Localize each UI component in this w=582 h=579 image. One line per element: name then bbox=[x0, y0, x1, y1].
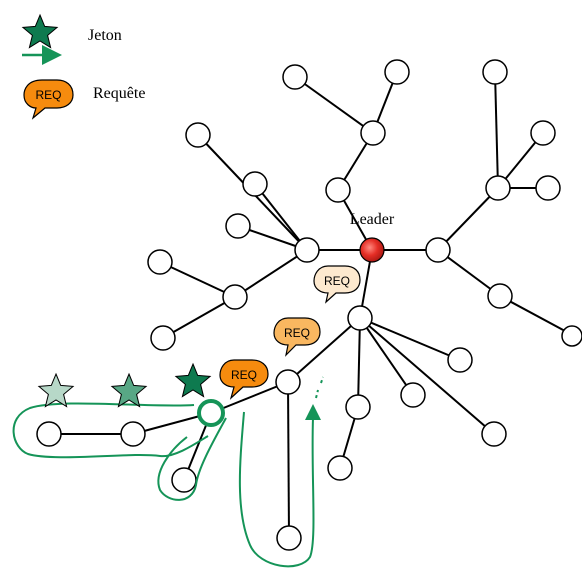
tree-node bbox=[425, 237, 451, 263]
tree-node bbox=[327, 455, 353, 481]
tree-node bbox=[276, 525, 302, 551]
request-bubble-shape bbox=[219, 359, 269, 400]
tree-node bbox=[535, 175, 561, 201]
tree-node bbox=[275, 369, 301, 395]
token-star-icon bbox=[110, 372, 148, 408]
tree-node bbox=[282, 64, 308, 90]
request-bubble: REQ bbox=[273, 317, 321, 357]
token-path bbox=[12, 376, 324, 568]
legend-request-bubble-text: REQ bbox=[35, 88, 61, 102]
leader-label: Leader bbox=[350, 211, 395, 228]
tree-nodes bbox=[36, 59, 582, 551]
tree-node bbox=[36, 421, 62, 447]
tree-node bbox=[481, 421, 507, 447]
token-star-icon bbox=[174, 362, 212, 398]
request-bubble-icon bbox=[23, 79, 74, 120]
tree-node bbox=[447, 347, 473, 373]
tree-node bbox=[242, 171, 268, 197]
token-holder-node bbox=[197, 399, 225, 427]
tree-node bbox=[171, 467, 197, 493]
tree-node bbox=[487, 283, 513, 309]
legend-request-label: Requête bbox=[93, 85, 145, 102]
tree-node bbox=[150, 325, 176, 351]
request-bubble-shape bbox=[313, 265, 361, 304]
tree-node bbox=[345, 394, 371, 420]
request-bubble-text: REQ bbox=[284, 326, 310, 340]
tree-node bbox=[360, 120, 386, 146]
tree-node bbox=[561, 325, 582, 347]
token-star-icon bbox=[21, 13, 59, 49]
request-bubbles: REQ REQ REQ bbox=[219, 265, 361, 400]
request-bubble: REQ bbox=[313, 265, 361, 304]
legend-token-label: Jeton bbox=[88, 27, 122, 44]
tree-node bbox=[120, 421, 146, 447]
tree-node bbox=[225, 213, 251, 239]
tree-node bbox=[222, 284, 248, 310]
tree-node bbox=[325, 177, 351, 203]
tree-node bbox=[482, 59, 508, 85]
tree-node bbox=[185, 122, 211, 148]
tree-node bbox=[485, 175, 511, 201]
token-star-icon bbox=[37, 372, 75, 408]
request-bubble: REQ bbox=[219, 359, 269, 400]
tokens bbox=[37, 362, 212, 408]
tree-node bbox=[530, 120, 556, 146]
request-bubble-shape bbox=[273, 317, 321, 357]
tree-node bbox=[400, 382, 426, 408]
tree-node bbox=[384, 59, 410, 85]
legend: Jeton REQ Requête bbox=[21, 13, 145, 120]
tree-node bbox=[294, 237, 320, 263]
tree-node bbox=[347, 305, 373, 331]
tree-node bbox=[147, 249, 173, 275]
request-bubble-text: REQ bbox=[231, 368, 257, 382]
leader-node bbox=[359, 237, 385, 263]
request-bubble-text: REQ bbox=[324, 274, 350, 288]
